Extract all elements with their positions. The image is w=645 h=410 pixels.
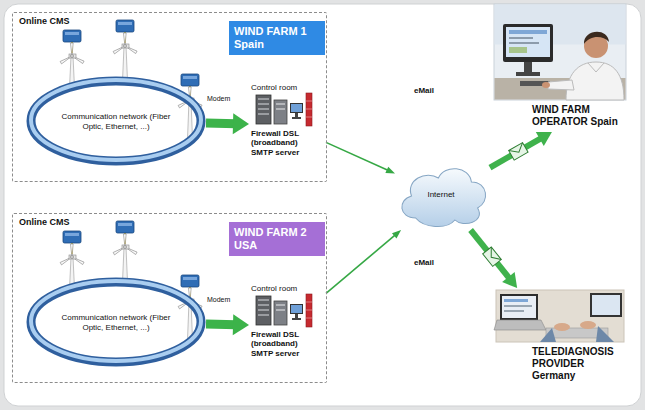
network-ring: Communication network (Fiber Optic, Ethe… [26, 277, 206, 367]
site-title: WIND FARM 2 USA [234, 226, 320, 252]
site-name: TELEDIAGNOSIS PROVIDER Germany [532, 346, 628, 382]
wind-farm-region: Online CMS WIND FARM 2 USA Communication n… [12, 213, 327, 383]
device-label: Modem [207, 95, 230, 103]
ring-outer [31, 81, 201, 161]
arrow-head [502, 272, 517, 288]
connector [326, 230, 401, 293]
network-label: Communication network (Fiber Optic, Ethe… [61, 112, 171, 131]
network-ring: Communication network (Fiber Optic, Ethe… [26, 76, 206, 166]
connector [206, 113, 249, 134]
connector-line [490, 138, 542, 168]
group-heading: Online CMS [19, 217, 99, 228]
connector-line [206, 119, 236, 129]
control-room-label: Control room [251, 284, 323, 294]
operator-box: WIND FARM OPERATOR Spain [528, 102, 628, 132]
flow-label: eMail [414, 86, 434, 96]
label-holder: Modem [207, 95, 230, 103]
network-label: Communication network (Fiber Optic, Ethe… [61, 313, 171, 332]
control-room-label: Control room [251, 83, 323, 93]
envelope-icon [483, 247, 502, 266]
connector-line [206, 320, 236, 330]
connector-line [326, 235, 396, 294]
connector-line [471, 230, 511, 279]
arrow-head [385, 167, 395, 174]
wind-farm-region: Online CMS WIND FARM 1 SpainCommunication… [12, 12, 327, 182]
arrow-head [392, 230, 401, 238]
connector [326, 142, 395, 173]
group-heading: Online CMS [19, 16, 99, 27]
connector [490, 132, 552, 168]
operator-photo [494, 4, 626, 100]
panel [4, 4, 641, 406]
ring-highlight [31, 80, 201, 160]
server-icon [256, 93, 312, 126]
control-room: Control roomFirewall DSL (broadband) SMT… [249, 81, 326, 169]
internet-cloud: Internet [395, 160, 490, 230]
site-title-box: WIND FARM 1 Spain [229, 21, 325, 55]
connector-line [326, 142, 388, 170]
label-holder: eMail [414, 258, 434, 268]
server-label: Firewall DSL (broadband) SMTP server [251, 129, 317, 158]
label-holder: eMail [414, 86, 434, 96]
cloud-label: Internet [395, 190, 487, 200]
control-room: Control roomFirewall DSL (broadband) SMT… [249, 282, 326, 370]
arrow-head [233, 314, 249, 335]
connector [206, 314, 249, 335]
telediagnosis-photo [494, 290, 624, 342]
ring-highlight [31, 281, 201, 361]
site-title-box: WIND FARM 2 USA [229, 222, 325, 256]
envelope-icon [509, 143, 528, 161]
connector [471, 230, 518, 288]
device-label: Modem [207, 296, 230, 304]
arrow-head [233, 113, 249, 134]
arrow-head [536, 132, 552, 146]
server-icon [256, 294, 312, 327]
provider-box: TELEDIAGNOSIS PROVIDER Germany [490, 288, 631, 396]
server-label: Firewall DSL (broadband) SMTP server [251, 330, 317, 359]
ring-outer [31, 282, 201, 362]
label-holder: Modem [207, 296, 230, 304]
site-title: WIND FARM 1 Spain [234, 25, 320, 51]
flow-label: eMail [414, 258, 434, 268]
site-name: WIND FARM OPERATOR Spain [532, 104, 624, 128]
